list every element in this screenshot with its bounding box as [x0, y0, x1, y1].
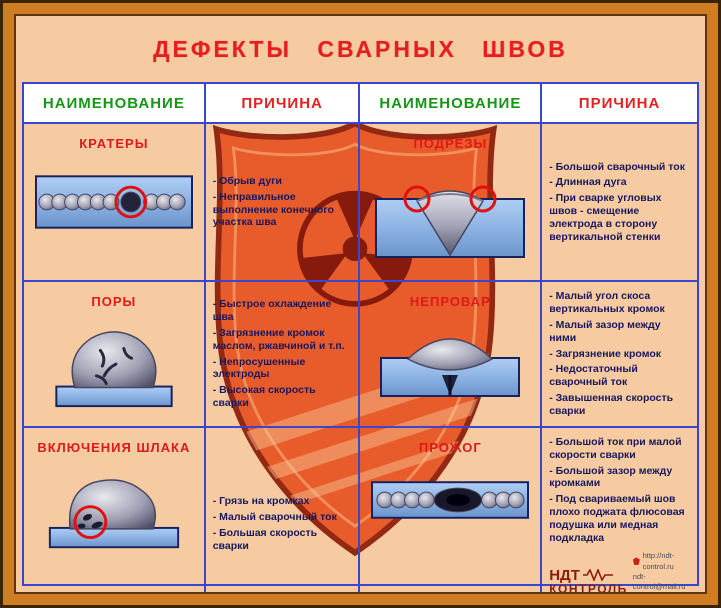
cause-item: - Высокая скорость сварки — [212, 384, 316, 409]
cause-item: - Под свариваемый шов плохо поджата флюс… — [549, 493, 685, 544]
cause-cell-prozhog: - Большой ток при малой скорости сварки … — [542, 428, 697, 594]
defect-cell-kratery: КРАТЕРЫ — [24, 124, 206, 282]
cause-cell-vklyucheniya-shlaka: - Грязь на кромках - Малый сварочный ток… — [206, 428, 361, 592]
defect-cell-vklyucheniya-shlaka: ВКЛЮЧЕНИЯ ШЛАКА — [24, 428, 206, 592]
cause-cell-kratery: - Обрыв дуги - Неправильное выполнение к… — [205, 124, 361, 282]
cause-item: - Грязь на кромках — [212, 495, 310, 508]
contact-email: ndt-control@mail.ru — [632, 571, 686, 591]
flame-icon — [632, 557, 640, 565]
defect-cell-podrezy: ПОДРЕЗЫ — [360, 124, 543, 282]
slag-inclusions-weld-illustration — [48, 479, 179, 549]
cause-cell-pory: - Быстрое охлаждение шва - Загрязнение к… — [205, 282, 361, 428]
defect-name: НЕПРОВАР — [409, 294, 491, 309]
cause-item: - Загрязнение кромок — [549, 347, 661, 360]
contact-phone: +7(343) 200-50-22 — [633, 592, 690, 593]
defect-name: ВКЛЮЧЕНИЯ ШЛАКА — [37, 440, 191, 455]
cause-item: - Непросушенные электроды — [212, 355, 306, 381]
crater-annotation-circle — [114, 185, 147, 219]
cause-item: - Большой ток при малой скорости сварки — [549, 436, 682, 461]
burn-through-weld-illustration — [371, 481, 530, 519]
header-naimenovanie-left: НАИМЕНОВАНИЕ — [24, 84, 206, 124]
cause-item: - Малый сварочный ток — [212, 511, 337, 524]
brand-ndt: НДТ — [549, 566, 580, 584]
cause-item: - Недостаточный сварочный ток — [549, 363, 638, 389]
defect-name: КРАТЕРЫ — [79, 136, 149, 151]
cause-item: - Загрязнение кромок маслом, ржавчиной и… — [212, 326, 345, 352]
cause-item: - Малый угол скоса вертикальных кромок — [549, 290, 665, 316]
defect-name: ПРОЖОГ — [418, 440, 482, 455]
defect-name: ПОРЫ — [91, 294, 137, 309]
pores-weld-illustration — [55, 331, 173, 408]
ndt-control-logo: НДТ КОНТРОЛЬ http://ndt-control. — [549, 547, 690, 594]
defects-table: НАИМЕНОВАНИЕ ПРИЧИНА НАИМЕНОВАНИЕ ПРИЧИН… — [22, 82, 699, 592]
cause-item: - Быстрое охлаждение шва — [212, 298, 332, 324]
defect-cell-pory: ПОРЫ — [24, 282, 206, 428]
brand-text: НДТ КОНТРОЛЬ — [549, 566, 628, 594]
cause-item: - Большой зазор между кромками — [549, 464, 673, 490]
poster-inner: ДЕФЕКТЫ СВАРНЫХ ШВОВ НАИМЕНОВАНИЕ ПРИЧИН… — [14, 14, 707, 594]
cause-item: - Обрыв дуги — [212, 174, 282, 187]
cause-cell-podrezy: - Большой сварочный ток - Длинная дуга -… — [542, 124, 697, 282]
header-naimenovanie-right: НАИМЕНОВАНИЕ — [360, 84, 543, 124]
defect-cell-prozhog: ПРОЖОГ — [360, 428, 543, 592]
contact-block: http://ndt-control.ru ndt-control@mail.r… — [632, 551, 690, 593]
header-prichina-left: ПРИЧИНА — [205, 84, 361, 124]
cause-item: - Завышенная скорость сварки — [549, 391, 674, 417]
cause-item: - Малый зазор между ними — [549, 319, 661, 344]
cause-item: - Длинная дуга — [549, 176, 627, 189]
defect-name: ПОДРЕЗЫ — [413, 136, 488, 151]
header-prichina-right: ПРИЧИНА — [542, 84, 697, 124]
poster-title: ДЕФЕКТЫ СВАРНЫХ ШВОВ — [153, 35, 568, 62]
craters-weld-illustration — [34, 175, 193, 229]
cause-cell-neprovar: - Малый угол скоса вертикальных кромок -… — [542, 282, 697, 428]
cause-item: - Большой сварочный ток — [549, 160, 685, 173]
cause-item: - При сварке угловых швов - смещение эле… — [549, 192, 662, 243]
weld-seam-icon — [582, 569, 613, 582]
brand-kontrol: КОНТРОЛЬ — [549, 582, 628, 594]
cause-item: - Большая скорость сварки — [212, 527, 318, 552]
lack-of-fusion-weld-illustration — [380, 338, 521, 397]
slag-annotation-circle — [73, 505, 108, 540]
contact-url: http://ndt-control.ru — [642, 551, 675, 571]
cause-item: - Неправильное выполнение конечного учас… — [212, 190, 334, 229]
defect-cell-neprovar: НЕПРОВАР — [360, 282, 543, 428]
undercut-weld-illustration — [375, 185, 526, 258]
